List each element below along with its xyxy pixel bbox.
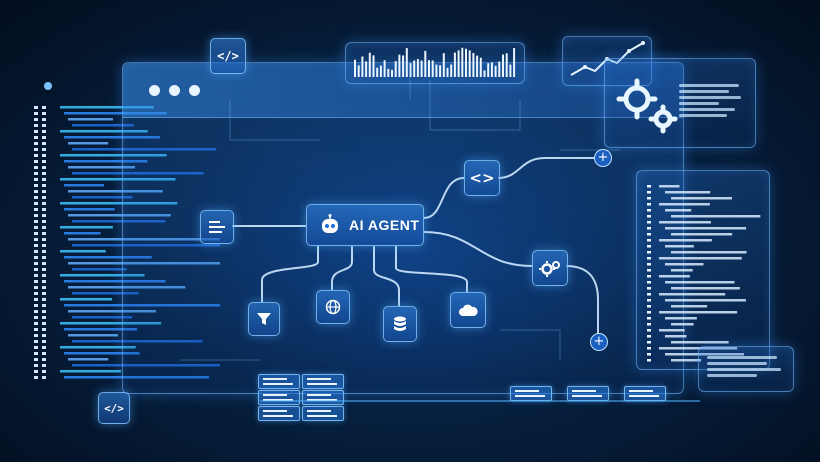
- window-dot-3[interactable]: [189, 85, 200, 96]
- code-chevrons-icon: <>: [469, 169, 495, 187]
- globe-icon: [325, 299, 341, 315]
- ai-agent-node[interactable]: AI AGENT: [306, 204, 424, 246]
- mini-card: [624, 386, 666, 401]
- code-icon: </>: [217, 49, 239, 63]
- document-panel: [636, 170, 770, 370]
- ai-agent-label: AI AGENT: [349, 217, 420, 233]
- filter-icon: [257, 313, 271, 325]
- code-list-left: [30, 80, 229, 380]
- settings-text-lines: [679, 81, 745, 120]
- code-tile-bottom[interactable]: </>: [98, 392, 130, 424]
- plus-node-top[interactable]: +: [594, 149, 612, 167]
- code-icon: </>: [104, 401, 124, 415]
- gears-icon: [539, 261, 560, 277]
- cloud-node[interactable]: [450, 292, 486, 328]
- mini-card: [302, 374, 344, 389]
- info-panel: [698, 346, 794, 392]
- mini-card: [258, 374, 300, 389]
- settings-panel: [604, 58, 756, 148]
- cloud-icon: [459, 304, 478, 316]
- mini-card: [302, 406, 344, 421]
- settings-node[interactable]: [532, 250, 568, 286]
- code-lines-graphic: [34, 82, 229, 379]
- window-dot-2[interactable]: [169, 85, 180, 96]
- gears-icon: [616, 78, 678, 134]
- globe-node[interactable]: [316, 290, 350, 324]
- plus-node-bottom[interactable]: +: [590, 333, 608, 351]
- code-tile-top[interactable]: </>: [210, 38, 246, 74]
- mini-card: [258, 406, 300, 421]
- bar-chart-graphic: [354, 47, 516, 77]
- window-dot-1[interactable]: [149, 85, 160, 96]
- menu-lines-icon: [209, 221, 225, 233]
- menu-tile[interactable]: [200, 210, 234, 244]
- filter-node[interactable]: [248, 302, 280, 336]
- code-node[interactable]: <>: [464, 160, 500, 196]
- document-lines-graphic: [647, 185, 761, 362]
- database-node[interactable]: [383, 306, 417, 342]
- bar-chart-panel: [345, 42, 525, 84]
- robot-icon: [322, 214, 338, 233]
- database-icon: [394, 316, 406, 331]
